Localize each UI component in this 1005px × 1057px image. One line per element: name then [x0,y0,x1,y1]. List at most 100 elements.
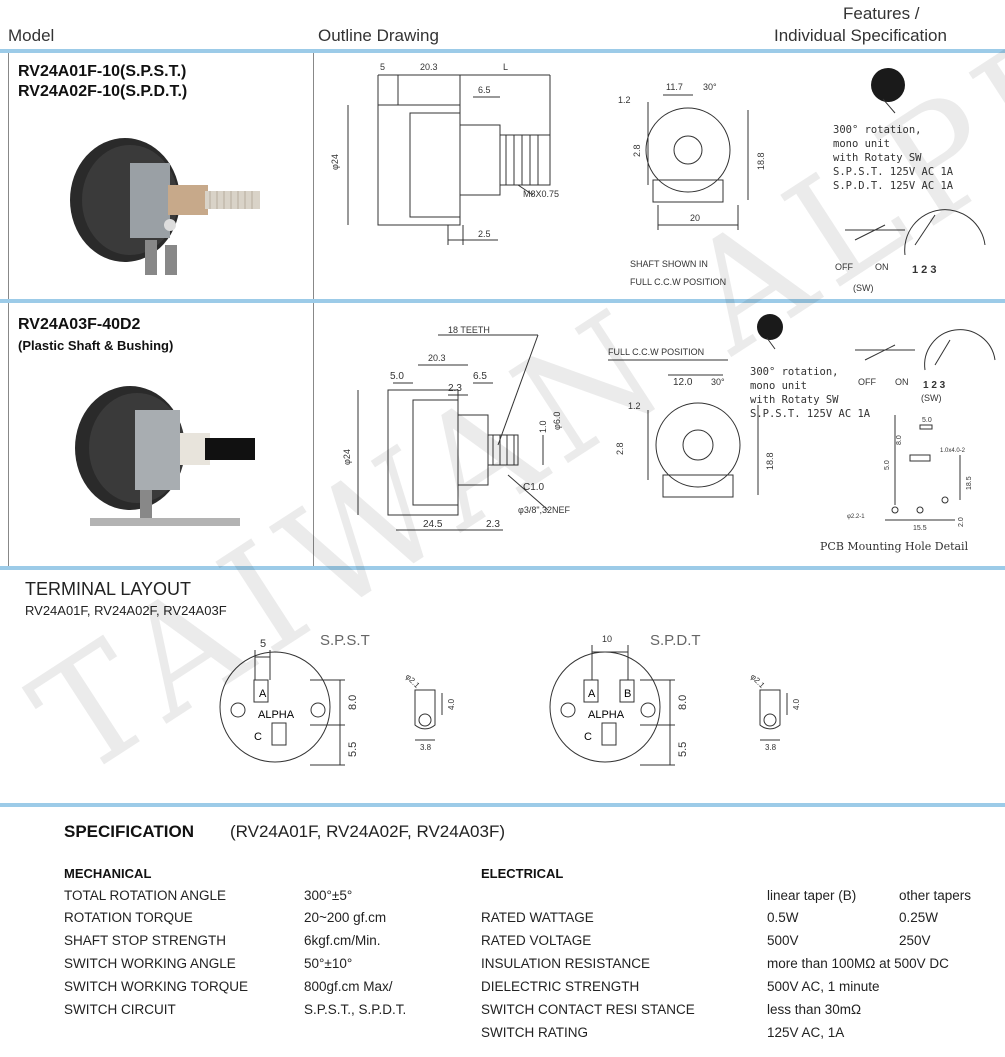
row1-terminal-numbers: 1 2 3 [912,264,936,276]
row2-dim-18-8: 18.8 [765,452,775,470]
row1-outline-drawing: 5 20.3 L 6.5 φ24 M8X0.75 2.5 1.2 11.7 30… [330,62,766,287]
elec-label-6: SWITCH RATING [481,1025,588,1040]
row1-dim-phi24: φ24 [330,154,340,170]
row1-dim-1-2: 1.2 [618,95,631,105]
row2-pcb-dim-4: 1.0x4.0-2 [940,448,966,454]
terminal-layout-drawing: 5 S.P.S.T A ALPHA C 8.0 5.5 φ2.1 4.0 3.8… [219,632,701,766]
row2-sw-off: OFF [858,377,876,387]
row2-pcb-dim-6: φ2.2-1 [847,514,865,520]
elec-other-2: 250V [899,933,931,948]
spdt-dim-3-8: 3.8 [765,743,777,752]
mech-value-1: 300°±5° [304,888,353,903]
column-header-model: Model [8,26,55,45]
row2-feature-4: S.P.S.T. 125V AC 1A [750,408,871,420]
row2-ccw-label: FULL C.C.W POSITION [608,347,704,357]
spst-brand: ALPHA [258,709,295,721]
elec-label-1: RATED WATTAGE [481,910,594,925]
row1-left-border [8,53,9,299]
row2-dim-6-5: 6.5 [473,371,487,382]
spdt-dim-5-5: 5.5 [677,742,689,757]
row2-dim-5-0: 5.0 [390,371,404,382]
mech-value-6: S.P.S.T., S.P.D.T. [304,1002,407,1017]
row2-sw-on: ON [895,377,909,387]
elec-head-linear: linear taper (B) [767,888,857,903]
spdt-lug-a: A [588,688,596,700]
mech-value-2: 20~200 gf.cm [304,910,387,925]
mech-label-4: SWITCH WORKING ANGLE [64,956,236,971]
row2-dim-c1: C1.0 [523,482,545,493]
elec-label-5: SWITCH CONTACT RESI STANCE [481,1002,695,1017]
row2-dim-20-3: 20.3 [428,353,446,363]
row2-dim-1-0: 1.0 [538,420,548,433]
spst-dim-5-5: 5.5 [347,742,359,757]
row1-dim-2-5: 2.5 [478,229,491,239]
row1-feature-5: S.P.D.T. 125V AC 1A [833,180,954,192]
row2-product-photo [75,386,255,526]
elec-linear-5: less than 30mΩ [767,1002,862,1017]
row2-feature-2: mono unit [750,380,807,392]
spst-dim-8: 8.0 [347,695,359,710]
row2-dim-2-3b: 2.3 [486,519,500,530]
row2-pcb-dim-2: 5.0 [884,460,891,470]
row1-product-photo [70,138,260,275]
row2-pcb-dim-5: 18.5 [966,476,973,490]
mechanical-title: MECHANICAL [64,866,152,881]
row2-dim-thread: φ3/8",32NEF [518,505,571,515]
row2-terminal-numbers: 1 2 3 [923,380,946,391]
row2-dim-24-5: 24.5 [423,519,443,530]
row2-feature-1: 300° rotation, [750,366,839,378]
row1-dim-2-8: 2.8 [632,144,642,157]
spdt-dim-10: 10 [602,634,612,644]
spst-dim-5: 5 [260,638,266,650]
spdt-lug-detail: φ2.1 4.0 3.8 [749,672,801,752]
row2-pcb-dim-7: 15.5 [913,525,927,532]
row2-pcb-caption: PCB Mounting Hole Detail [820,540,969,553]
row1-dim-20: 20 [690,213,700,223]
row2-pcb-dim-3: 8.0 [896,435,903,445]
row2-features-panel: 300° rotation, mono unit with Rotaty SW … [750,314,996,553]
row2-sw-label: (SW) [921,393,942,403]
row2-divider [0,566,1005,570]
row1-feature-4: S.P.S.T. 125V AC 1A [833,166,954,178]
row2-dim-2-3: 2.3 [448,383,462,394]
row2-dim-2-8: 2.8 [615,442,625,455]
spdt-lug-b: B [624,688,631,700]
row1-shaft-note-1: SHAFT SHOWN IN [630,259,708,269]
spst-lug-a: A [259,688,267,700]
elec-linear-3: more than 100MΩ at 500V DC [767,956,949,971]
row2-knob-icon [757,314,783,340]
spdt-dim-hole: φ2.1 [749,672,767,690]
spst-dim-3-8: 3.8 [420,743,432,752]
header-divider [0,49,1005,53]
row1-features-panel: 300° rotation, mono unit with Rotaty SW … [833,68,986,293]
row2-dim-30deg: 30° [711,377,725,387]
row1-dim-30deg: 30° [703,82,717,92]
spst-label: S.P.S.T [320,632,370,649]
row2-dim-phi24: φ24 [342,449,352,465]
column-header-specification: Individual Specification [774,26,947,45]
row1-feature-2: mono unit [833,138,890,150]
row2-feature-3: with Rotaty SW [750,394,839,406]
spdt-lug-c: C [584,731,592,743]
spdt-brand: ALPHA [588,709,625,721]
row1-knob-icon [871,68,905,102]
row1-column-divider [313,53,314,299]
row1-model-line2: RV24A02F-10(S.P.D.T.) [18,83,188,100]
row2-dim-phi6: φ6.0 [552,412,562,430]
mech-label-5: SWITCH WORKING TORQUE [64,979,249,994]
row1-shaft-note-2: FULL C.C.W POSITION [630,277,726,287]
row2-pcb-dim-8: 2.0 [958,517,965,527]
row1-sw-off: OFF [835,262,853,272]
row1-dim-l: L [503,62,508,72]
row1-dim-20-3: 20.3 [420,62,438,72]
elec-linear-6: 125V AC, 1A [767,1025,845,1040]
row1-dim-11-7: 11.7 [666,82,683,92]
row1-dim-18-8: 18.8 [756,152,766,170]
mech-value-3: 6kgf.cm/Min. [304,933,381,948]
row2-dim-1-2: 1.2 [628,401,641,411]
mech-value-5: 800gf.cm Max/ [304,979,393,994]
row1-dim-5: 5 [380,62,385,72]
row1-divider [0,299,1005,303]
elec-linear-2: 500V [767,933,799,948]
row2-column-divider [313,303,314,566]
